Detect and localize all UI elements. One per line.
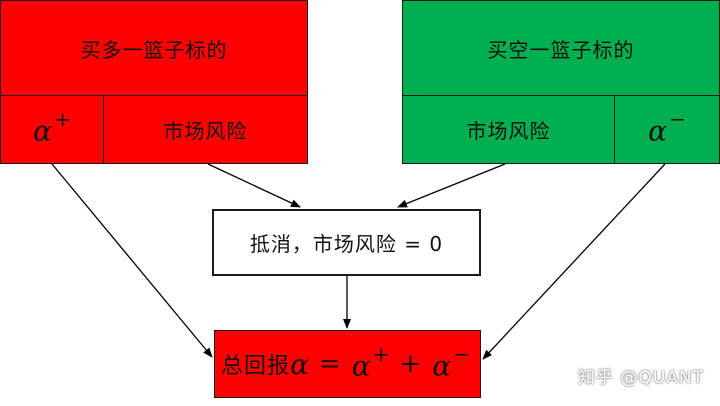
long-basket-title-text: 买多一篮子标的 — [80, 37, 228, 62]
plus-sign: + — [399, 349, 423, 379]
sum-alpha-plus: α+ — [351, 341, 390, 383]
alpha-minus-symbol: α− — [648, 107, 686, 148]
sum-alpha-minus: α− — [432, 341, 470, 383]
watermark: 知乎 @QUANT — [578, 368, 704, 388]
long-market-risk-text: 市场风险 — [163, 119, 248, 143]
equals-sign: = — [318, 349, 342, 379]
total-return-box: 总回报 α = α+ + α− — [214, 330, 481, 398]
offset-box: 抵消，市场风险 = 0 — [212, 209, 481, 276]
total-return-label: 总回报 — [221, 354, 291, 379]
arrow-long-risk-to-offset — [207, 163, 301, 208]
arrow-short-alpha-to-total — [482, 163, 666, 360]
offset-text: 抵消，市场风险 = 0 — [249, 232, 444, 256]
long-basket-title: 买多一篮子标的 — [0, 0, 308, 96]
arrow-long-alpha-to-total — [51, 163, 213, 358]
short-basket-title-text: 买空一篮子标的 — [487, 37, 635, 62]
long-alpha-cell: α+ — [0, 95, 104, 164]
total-alpha-symbol: α — [290, 347, 309, 381]
short-basket-title: 买空一篮子标的 — [402, 0, 720, 96]
arrow-short-risk-to-offset — [397, 163, 506, 208]
short-alpha-cell: α− — [614, 95, 720, 164]
long-market-risk-cell: 市场风险 — [103, 95, 308, 164]
short-market-risk-text: 市场风险 — [466, 119, 551, 143]
alpha-plus-symbol: α+ — [33, 107, 71, 148]
short-market-risk-cell: 市场风险 — [402, 95, 615, 164]
